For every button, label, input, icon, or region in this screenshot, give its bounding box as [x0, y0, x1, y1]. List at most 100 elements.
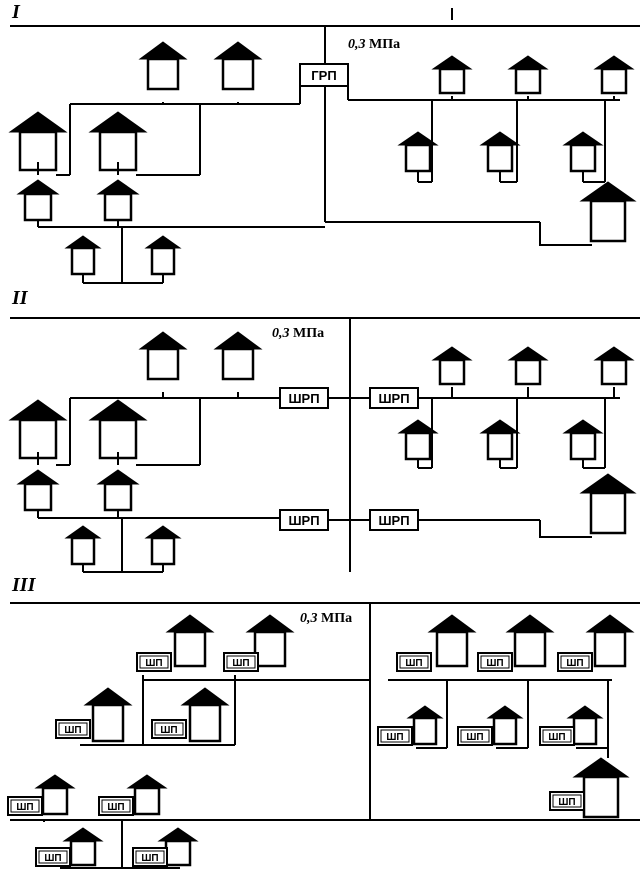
cabinet-regulator-label: ШП	[160, 725, 177, 736]
cabinet-regulator-inner	[226, 655, 256, 669]
cabinet-regulator-box	[549, 791, 585, 811]
house-icon	[245, 614, 295, 668]
cabinet-regulator-box	[55, 719, 91, 739]
cabinet-regulator-inner	[58, 722, 88, 736]
cabinet-regulator-label: ШП	[466, 732, 483, 743]
house-icon	[406, 705, 444, 746]
section-label-1: I	[12, 1, 20, 23]
cabinet-regulator-box	[557, 652, 593, 672]
house-icon	[479, 131, 521, 173]
house-icon	[138, 41, 188, 91]
house-icon	[507, 55, 549, 95]
house-icon	[507, 346, 549, 386]
pressure-label-1: 0,3 МПа	[348, 38, 400, 52]
cabinet-regulator-label: ШП	[486, 658, 503, 669]
house-icon	[83, 687, 133, 743]
cabinet-regulator-label: ШП	[548, 732, 565, 743]
grp-station-label: ГРП	[311, 68, 336, 83]
cabinet-regulator-label: ШП	[44, 853, 61, 864]
section-label-3: III	[12, 574, 36, 596]
house-icon	[431, 55, 473, 95]
cabinet-regulator-box	[396, 652, 432, 672]
cabinet-regulator-inner	[380, 729, 410, 743]
house-icon	[562, 419, 604, 461]
section-label-2: II	[12, 287, 28, 309]
shrp-station-label: ШРП	[288, 513, 319, 528]
pressure-value-2: 0,3	[272, 326, 290, 341]
cabinet-regulator-inner	[154, 722, 184, 736]
cabinet-regulator-inner	[10, 799, 40, 813]
house-icon	[427, 614, 477, 668]
house-icon	[88, 111, 148, 172]
cabinet-regulator-box	[477, 652, 513, 672]
pressure-unit-3: МПа	[321, 611, 353, 626]
house-icon	[593, 55, 635, 95]
house-icon	[138, 331, 188, 381]
cabinet-regulator-box	[223, 652, 259, 672]
cabinet-regulator-label: ШП	[405, 658, 422, 669]
cabinet-regulator-label: ШП	[232, 658, 249, 669]
cabinet-regulator-label: ШП	[64, 725, 81, 736]
shrp-station-label: ШРП	[378, 513, 409, 528]
cabinet-regulator-inner	[101, 799, 131, 813]
pressure-unit-2: МПа	[293, 326, 325, 341]
cabinet-regulator-label: ШП	[145, 658, 162, 669]
shrp-station-label: ШРП	[378, 391, 409, 406]
distribution-pipe	[539, 520, 592, 538]
house-icon	[572, 757, 630, 819]
house-icon	[165, 614, 215, 668]
house-icon	[180, 687, 230, 743]
cabinet-regulator-inner	[542, 729, 572, 743]
house-icon	[397, 419, 439, 461]
cabinet-regulator-label: ШП	[558, 797, 575, 808]
cabinet-regulator-label: ШП	[141, 853, 158, 864]
cabinet-regulator-box	[136, 652, 172, 672]
distribution-pipe	[539, 222, 592, 246]
house-icon	[213, 331, 263, 381]
cabinet-regulator-inner	[480, 655, 510, 669]
house-icon	[126, 774, 168, 816]
cabinet-regulator-inner	[399, 655, 429, 669]
cabinet-regulator-inner	[460, 729, 490, 743]
house-icon	[64, 235, 102, 276]
cabinet-regulator-inner	[38, 850, 68, 864]
cabinet-regulator-box	[457, 726, 493, 746]
cabinet-regulator-box	[98, 796, 134, 816]
house-icon	[144, 525, 182, 566]
house-icon	[157, 827, 199, 867]
cabinet-regulator-box	[539, 726, 575, 746]
house-icon	[96, 179, 140, 222]
house-icon	[8, 111, 68, 172]
house-icon	[562, 131, 604, 173]
cabinet-regulator-box	[377, 726, 413, 746]
house-icon	[16, 469, 60, 512]
house-icon	[431, 346, 473, 386]
cabinet-regulator-inner	[560, 655, 590, 669]
house-icon	[88, 399, 148, 460]
cabinet-regulator-inner	[552, 794, 582, 808]
house-icon	[486, 705, 524, 746]
cabinet-regulator-label: ШП	[107, 802, 124, 813]
house-icon	[144, 235, 182, 276]
house-icon	[479, 419, 521, 461]
cabinet-regulator-label: ШП	[566, 658, 583, 669]
house-icon	[213, 41, 263, 91]
cabinet-regulator-box	[7, 796, 43, 816]
house-icon	[64, 525, 102, 566]
cabinet-regulator-label: ШП	[386, 732, 403, 743]
pressure-label-3: 0,3 МПа	[300, 612, 352, 626]
house-icon	[397, 131, 439, 173]
shrp-station-label: ШРП	[288, 391, 319, 406]
cabinet-regulator-box	[151, 719, 187, 739]
pressure-value-1: 0,3	[348, 37, 366, 52]
cabinet-regulator-box	[132, 847, 168, 867]
cabinet-regulator-inner	[135, 850, 165, 864]
cabinet-regulator-label: ШП	[16, 802, 33, 813]
house-icon	[16, 179, 60, 222]
house-icon	[8, 399, 68, 460]
cabinet-regulator-box	[35, 847, 71, 867]
house-icon	[593, 346, 635, 386]
cabinet-regulator-inner	[139, 655, 169, 669]
